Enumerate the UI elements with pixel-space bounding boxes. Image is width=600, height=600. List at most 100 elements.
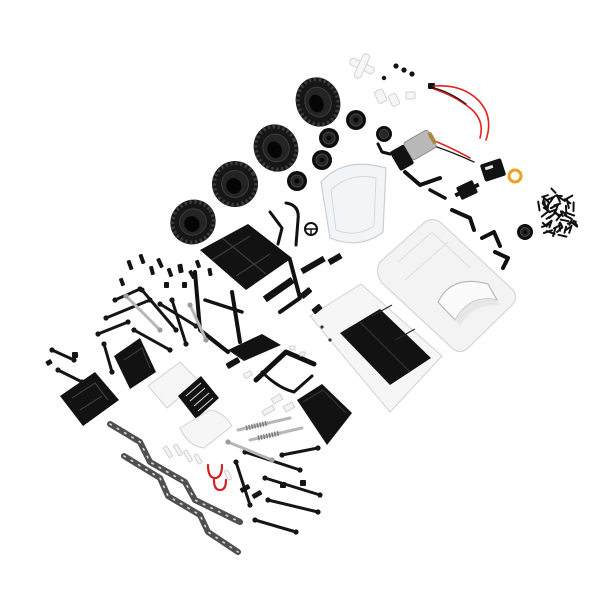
- tire-bore: [226, 177, 242, 194]
- wheel-rim: [346, 110, 366, 130]
- small-parts: [45, 253, 323, 499]
- small-part: [225, 357, 241, 369]
- suspension-link: [139, 287, 179, 333]
- link-end: [233, 459, 239, 465]
- suspension-link: [225, 439, 275, 463]
- tire: [212, 161, 258, 207]
- steering-wheel-spoke: [304, 228, 318, 236]
- suspension-link: [187, 302, 209, 343]
- rim-hub: [326, 135, 332, 141]
- screw: [542, 206, 551, 213]
- connector-block: [405, 91, 416, 100]
- servo-tab: [454, 182, 480, 198]
- clear-window-frame: [330, 176, 377, 234]
- shackle: [206, 463, 224, 480]
- small-part: [239, 484, 251, 493]
- rim-hub: [353, 117, 359, 123]
- link-end: [187, 302, 193, 308]
- link-rod: [226, 440, 274, 462]
- suspension-link: [49, 347, 77, 363]
- link-end: [225, 439, 231, 445]
- small-part: [149, 265, 155, 276]
- suspension-link: [169, 297, 189, 347]
- link-end: [315, 445, 321, 451]
- link-end: [203, 337, 209, 343]
- red-wire: [433, 84, 490, 141]
- suspension-links: [49, 286, 323, 535]
- clear-window-shell: [320, 163, 387, 244]
- white-fender: [179, 409, 233, 449]
- screw: [545, 230, 556, 235]
- interior-tray-divider: [359, 321, 411, 373]
- black-wire: [433, 87, 467, 105]
- chassis-rail-holes: [123, 455, 239, 553]
- suspension-link: [279, 445, 321, 458]
- wire-connector: [428, 83, 435, 89]
- grille: [178, 376, 219, 419]
- screw: [541, 223, 550, 228]
- bead: [381, 75, 387, 81]
- shock-spring: [257, 430, 281, 441]
- small-part: [195, 259, 201, 269]
- body-shell: [376, 218, 517, 353]
- link-end: [131, 327, 137, 333]
- bumper-light: [299, 351, 306, 357]
- battery-tray-edge: [302, 389, 347, 414]
- link-rod: [263, 476, 322, 497]
- link-end: [269, 457, 275, 463]
- tires: [170, 77, 341, 245]
- wheel-rim: [287, 171, 307, 191]
- roll-cage: [193, 201, 343, 361]
- bead: [393, 63, 399, 69]
- small-part: [166, 267, 174, 278]
- link-end: [265, 497, 271, 503]
- small-part: [299, 287, 313, 299]
- link-end: [167, 347, 173, 353]
- suspension-link: [131, 327, 173, 353]
- link-end: [173, 327, 179, 333]
- tire: [170, 199, 216, 245]
- link-end: [125, 319, 131, 325]
- bead: [401, 67, 407, 73]
- shock-tower: [493, 250, 510, 270]
- small-part: [173, 443, 183, 457]
- rim-hub: [294, 178, 300, 184]
- dashboard: [228, 334, 281, 361]
- shock-tower: [480, 230, 502, 248]
- transmission-case-body: [114, 338, 156, 389]
- tire-tread: [170, 199, 216, 245]
- screw: [559, 221, 564, 229]
- roll-cage-tube: [278, 258, 302, 314]
- link-end: [79, 379, 85, 385]
- small-part: [311, 303, 323, 315]
- body-shell-hood-shadow: [455, 298, 500, 326]
- small-part: [188, 269, 196, 280]
- red-wire: [433, 88, 483, 139]
- screw: [558, 222, 561, 232]
- link-end: [293, 529, 299, 535]
- rim-hub: [319, 157, 325, 163]
- link-end: [112, 297, 118, 303]
- link-end: [252, 517, 258, 523]
- link-rod: [170, 298, 188, 346]
- skid-plate: [60, 372, 119, 426]
- screw: [549, 196, 555, 203]
- small-part: [224, 469, 232, 481]
- screw: [572, 219, 578, 227]
- link-rod: [102, 342, 114, 374]
- link-end: [123, 293, 129, 299]
- screw: [549, 204, 557, 210]
- servo-horn: [507, 168, 523, 184]
- small-part: [156, 257, 164, 269]
- screw: [552, 226, 557, 238]
- white-bushing: [373, 88, 388, 104]
- cage-bracket: [268, 210, 284, 246]
- small-part: [72, 352, 78, 358]
- cross-bracket-bar: [353, 53, 371, 79]
- rim-hub: [523, 230, 527, 234]
- tire-bore: [309, 94, 324, 113]
- screw: [563, 225, 568, 234]
- motor: [390, 129, 437, 171]
- interior-tub: [200, 224, 292, 290]
- link-end: [183, 341, 189, 347]
